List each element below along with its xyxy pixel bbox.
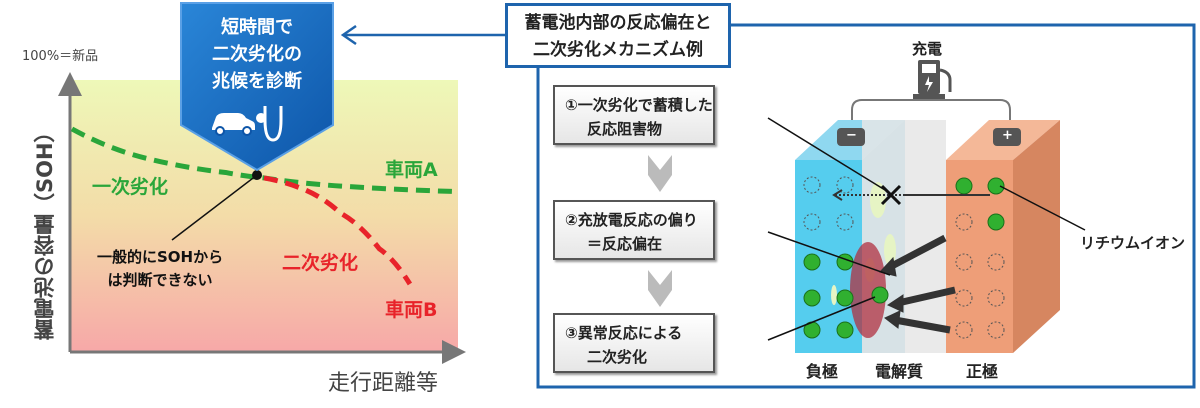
vacant-site — [803, 176, 821, 194]
negative-electrode-label: 負極 — [806, 362, 839, 381]
annotation-text: 一般的にSOHから は判断できない — [97, 246, 223, 292]
reaction-hotspot — [850, 242, 886, 338]
lithium-ion — [836, 321, 854, 339]
x-axis-label: 走行距離等 — [328, 371, 439, 396]
positive-terminal — [993, 128, 1021, 146]
callout-line: 兆候を診断 — [212, 71, 302, 92]
mechanism-title-line: 蓄電池内部の反応偏在と — [524, 13, 712, 33]
positive-electrode-side — [1013, 120, 1060, 353]
step-box-1: ①一次劣化で蓄積した反応阻害物 — [553, 85, 715, 145]
vacant-site — [955, 213, 973, 231]
mechanism-frame — [536, 23, 1196, 389]
series-line-a — [70, 126, 457, 195]
positive-electrode-label: 正極 — [966, 362, 999, 381]
charge-label: 充電 — [912, 40, 943, 58]
y-top-label: 100%＝新品 — [22, 49, 99, 64]
ion-flow-arrows — [879, 234, 956, 334]
down-chevron-icon — [648, 155, 672, 192]
negative-terminal-sign: − — [846, 128, 857, 143]
vacant-site — [987, 321, 1005, 339]
step-text: 反応阻害物 — [587, 120, 663, 138]
electrolyte-label: 電解質 — [875, 362, 924, 381]
callout-text: 短時間で 二次劣化の 兆候を診断 — [181, 14, 333, 95]
annotation-line: は判断できない — [107, 271, 213, 289]
lithium-ion — [803, 253, 821, 271]
lithium-ion-label: リチウムイオン — [1080, 234, 1186, 252]
series-label-a: 車両A — [385, 159, 438, 181]
lithium-ion — [803, 289, 821, 307]
vacant-site — [987, 253, 1005, 271]
stethoscope-icon — [256, 106, 283, 142]
step-text: 二次劣化 — [587, 348, 648, 366]
step-text: ①一次劣化で蓄積した — [565, 96, 713, 114]
vacant-site — [955, 253, 973, 271]
annotation-leader — [171, 174, 258, 241]
y-axis-label: 蓄電池の容量（SOH） — [33, 121, 57, 340]
vacant-site — [987, 289, 1005, 307]
divergence-point — [252, 170, 262, 180]
step-box-2: ②充放電反応の偏り ＝反応偏在 — [553, 200, 715, 260]
mechanism-title-box: 蓄電池内部の反応偏在と 二次劣化メカニズム例 — [505, 3, 731, 68]
series-line-b — [263, 175, 413, 286]
vacant-site — [836, 213, 854, 231]
vacant-site — [836, 176, 854, 194]
step-text: ②充放電反応の偏り — [565, 211, 698, 229]
step-text: ＝反応偏在 — [587, 235, 663, 253]
callout-line: 二次劣化の — [212, 44, 302, 65]
lithium-ion — [836, 289, 854, 307]
blocked-x-icon — [880, 184, 902, 206]
car-icon — [212, 113, 255, 136]
lithium-ion — [871, 286, 889, 304]
annotation-line: 一般的にSOHから — [97, 248, 224, 266]
vacant-site — [955, 289, 973, 307]
down-chevron-icon — [648, 270, 672, 307]
step-text: ③異常反応による — [565, 324, 683, 342]
charger-icon — [913, 60, 952, 99]
lithium-ion — [987, 177, 1005, 195]
vacant-site — [955, 321, 973, 339]
stage-label-primary: 一次劣化 — [92, 176, 169, 198]
series-label-b: 車両B — [385, 299, 438, 321]
mechanism-title-line: 二次劣化メカニズム例 — [533, 40, 703, 60]
callout-line: 短時間で — [221, 17, 293, 38]
positive-terminal-sign: + — [1002, 128, 1013, 143]
charger-wire — [851, 99, 1011, 135]
vacant-site — [803, 213, 821, 231]
negative-terminal — [837, 128, 865, 146]
step-box-3: ③異常反応による二次劣化 — [553, 313, 715, 373]
lithium-ion — [955, 177, 973, 195]
stage-label-secondary: 二次劣化 — [282, 252, 359, 274]
lithium-ion — [987, 213, 1005, 231]
